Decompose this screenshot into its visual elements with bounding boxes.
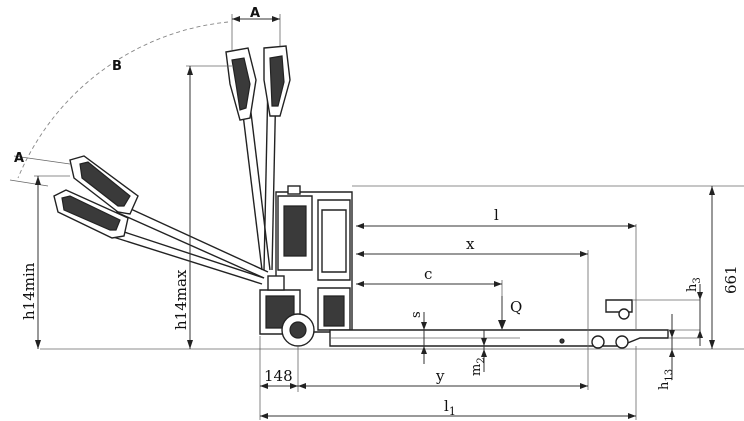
label-h3: h3: [685, 277, 703, 292]
arrow: [187, 340, 193, 349]
arrow: [298, 383, 306, 389]
tiller-low-2: [53, 189, 265, 285]
label-148: 148: [264, 367, 293, 385]
label-l1: l1: [444, 397, 456, 418]
arrow: [481, 338, 487, 346]
tiller-low-1: [69, 155, 269, 279]
arrow: [260, 383, 268, 389]
label-l: l: [494, 206, 499, 224]
label-y: y: [435, 367, 445, 385]
arrow: [421, 346, 427, 354]
label-c: c: [424, 265, 432, 283]
arrow: [494, 281, 502, 287]
load-q-arrow: [498, 320, 506, 330]
label-h14min: h14min: [20, 262, 38, 320]
label-h13: h13: [657, 369, 675, 390]
arrow: [421, 322, 427, 330]
arrow: [709, 186, 715, 195]
arrow: [272, 16, 280, 22]
label-m2: m2: [469, 357, 487, 376]
arrow: [260, 413, 268, 419]
arrow: [290, 383, 298, 389]
arrow: [580, 251, 588, 257]
label-x: x: [466, 235, 475, 253]
tiller-tilted: [225, 47, 271, 271]
tiller-vertical: [263, 45, 291, 271]
label-s: s: [409, 311, 424, 318]
arrow: [35, 340, 41, 349]
arc-limit-left-2: [13, 155, 71, 165]
label-661: 661: [722, 265, 740, 294]
arrow: [697, 292, 703, 300]
arrow: [232, 16, 240, 22]
label-q: Q: [510, 298, 522, 316]
arrow: [709, 340, 715, 349]
arrow: [628, 223, 636, 229]
label-a-left: A: [14, 151, 24, 166]
arrow: [35, 176, 41, 185]
arrow: [669, 330, 675, 338]
arc-b: [17, 21, 229, 179]
arrow: [669, 349, 675, 357]
arc-limit-left: [9, 179, 49, 187]
arrow: [356, 251, 364, 257]
label-b: B: [112, 59, 122, 74]
fork: [329, 299, 669, 349]
arrow: [187, 66, 193, 75]
arrow: [356, 223, 364, 229]
arrow: [628, 413, 636, 419]
label-a-top: A: [250, 6, 260, 21]
arrow: [481, 349, 487, 357]
arrow: [356, 281, 364, 287]
arrow: [697, 330, 703, 338]
arrow: [580, 383, 588, 389]
label-h14max: h14max: [172, 269, 190, 330]
